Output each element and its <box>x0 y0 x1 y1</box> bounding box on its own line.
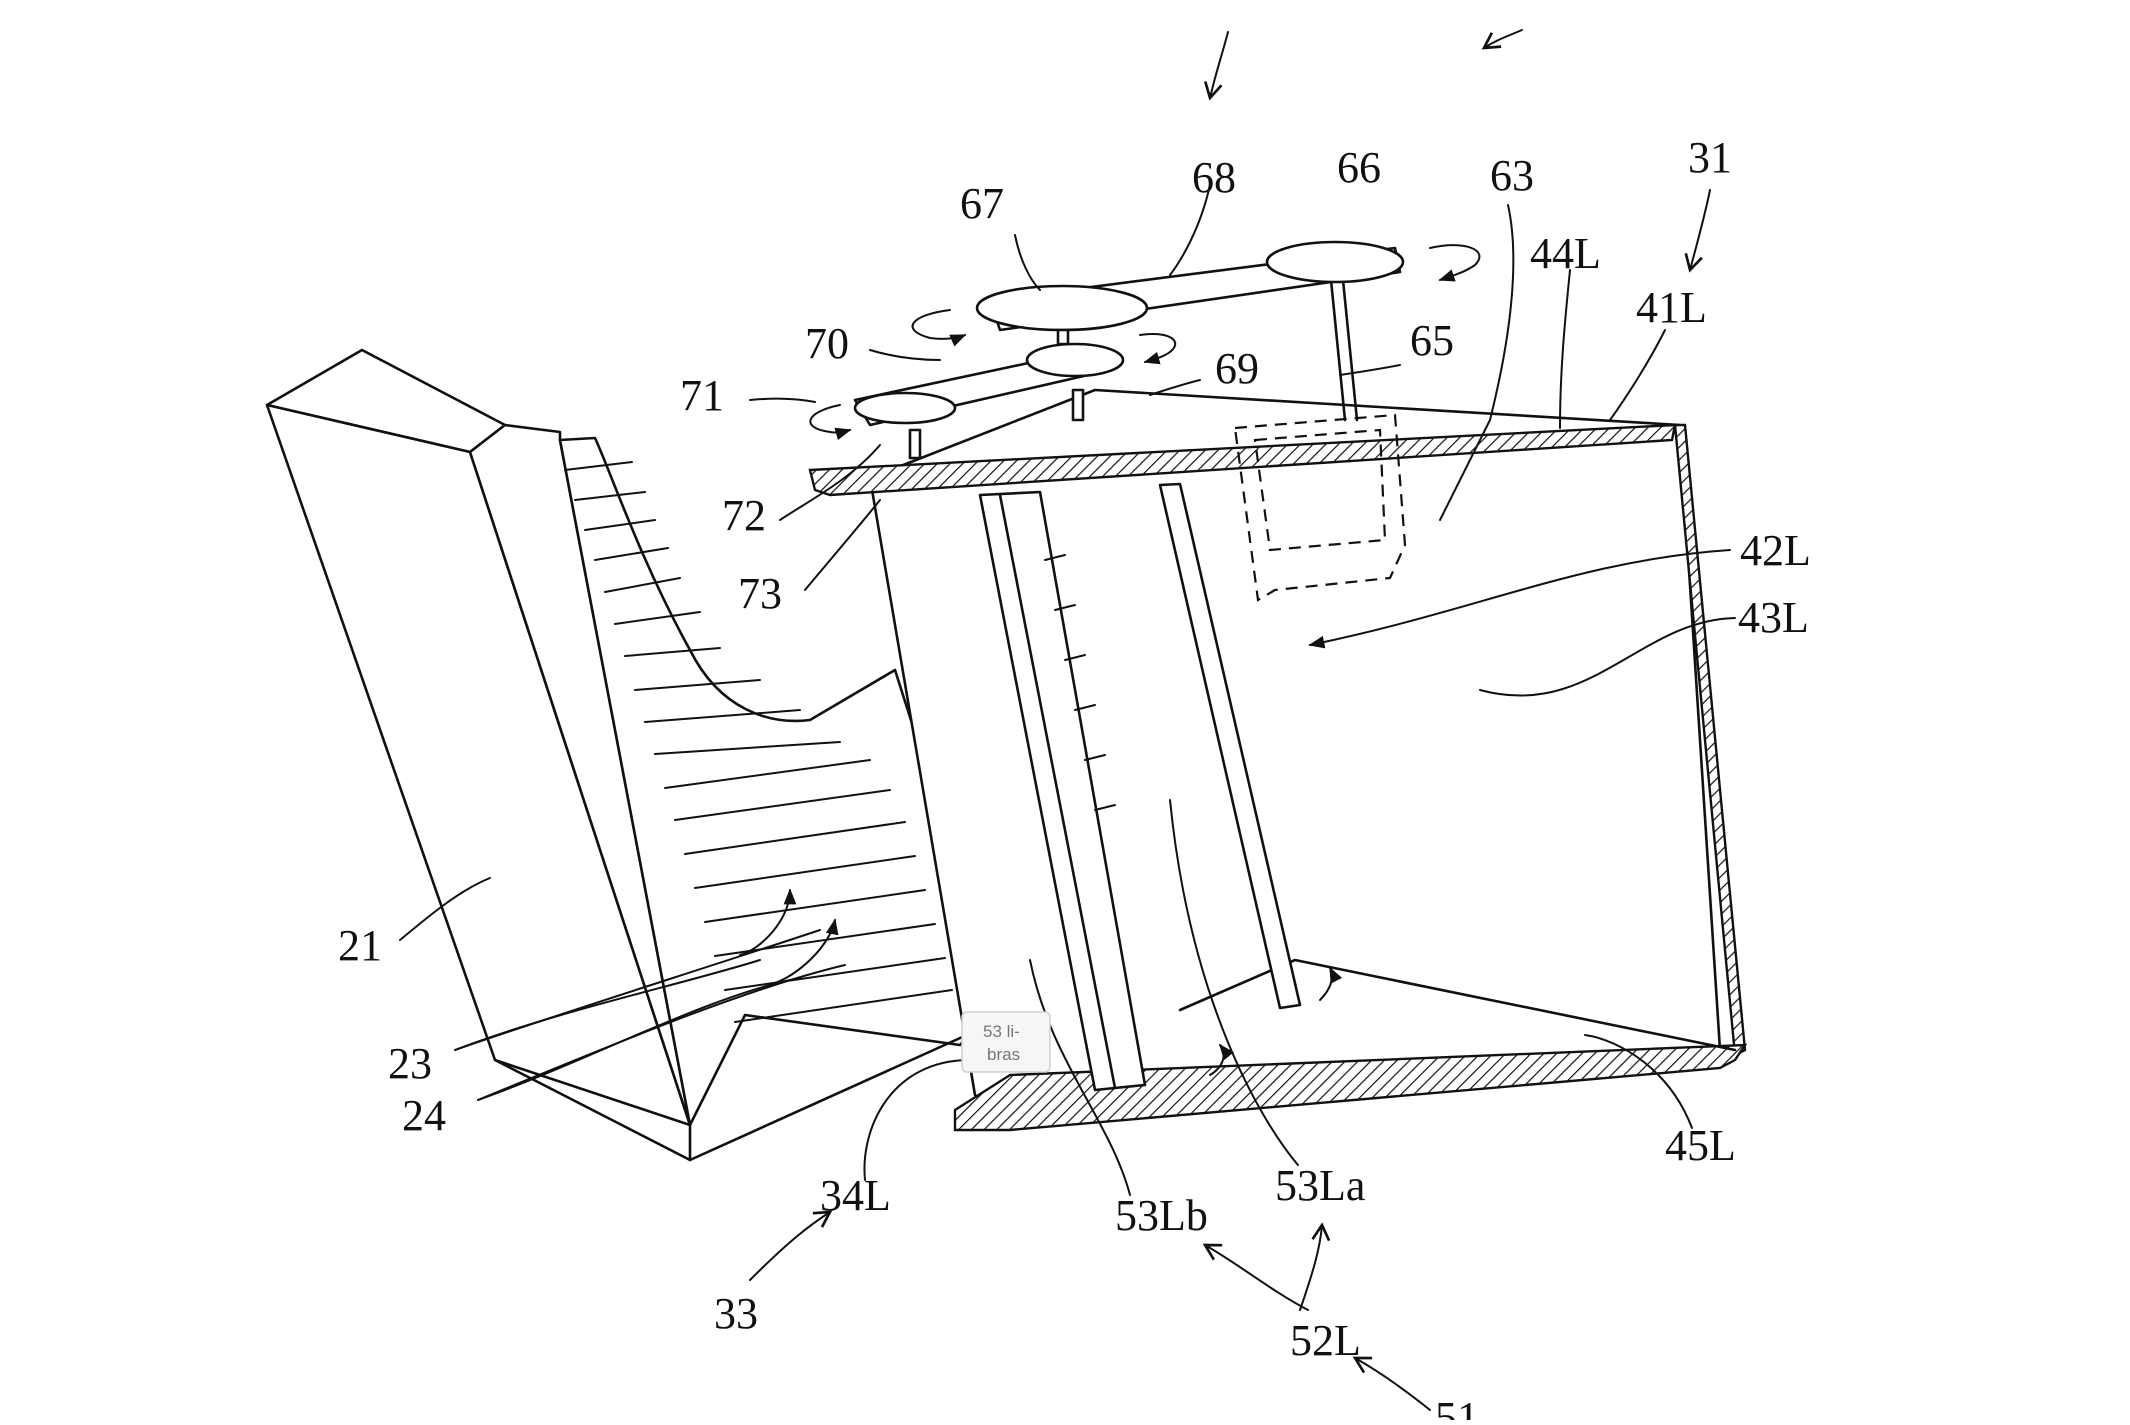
label-63: 63 <box>1490 151 1534 200</box>
label-33: 33 <box>714 1289 758 1338</box>
label-31: 31 <box>1688 133 1732 182</box>
label-69: 69 <box>1215 344 1259 393</box>
flow-arrows <box>739 549 1731 1076</box>
label-52L: 52L <box>1290 1316 1361 1365</box>
label-42L: 42L <box>1740 526 1811 575</box>
label-41L: 41L <box>1636 283 1707 332</box>
label-44L: 44L <box>1530 229 1601 278</box>
label-23: 23 <box>388 1039 432 1088</box>
label-21: 21 <box>338 921 382 970</box>
label-66: 66 <box>1337 143 1381 192</box>
tooltip-line-1: 53 li- <box>983 1022 1020 1041</box>
label-72: 72 <box>722 491 766 540</box>
pulley-system <box>853 240 1405 460</box>
duct-31 <box>808 388 1748 1132</box>
label-53Lb: 53Lb <box>1115 1191 1208 1240</box>
label-45L: 45L <box>1665 1121 1736 1170</box>
ribs <box>564 461 953 1023</box>
label-71: 71 <box>680 371 724 420</box>
label-51: 51 <box>1435 1393 1479 1420</box>
top-flow-arrows <box>1203 29 1523 101</box>
label-73: 73 <box>738 569 782 618</box>
rotation-arrows <box>809 244 1481 441</box>
tooltip: 53 li- bras <box>961 1011 1051 1073</box>
leader-lines <box>399 184 1736 1411</box>
label-68: 68 <box>1192 153 1236 202</box>
tooltip-line-2: bras <box>987 1045 1020 1064</box>
block-21 <box>265 348 1002 1162</box>
reference-labels: 31 41L 44L 63 66 68 67 65 70 69 71 72 73… <box>338 133 1811 1425</box>
label-53La: 53La <box>1275 1161 1365 1210</box>
label-67: 67 <box>960 179 1004 228</box>
label-34L: 34L <box>820 1171 891 1220</box>
label-65: 65 <box>1410 316 1454 365</box>
label-70: 70 <box>805 319 849 368</box>
label-43L: 43L <box>1738 593 1809 642</box>
label-24: 24 <box>402 1091 446 1140</box>
